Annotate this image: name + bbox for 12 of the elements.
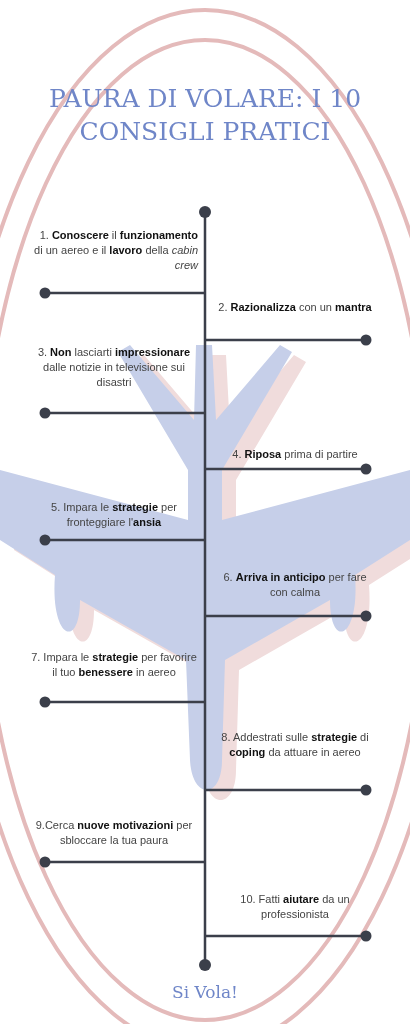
tip-text: 4. Riposa prima di partire [231, 447, 359, 462]
tip-text: 2. Razionalizza con un mantra [217, 300, 373, 315]
tip-text: 5. Impara le strategie per fronteggiare l'ansia [50, 500, 178, 530]
tip-text: 10. Fatti aiutare da un professionista [239, 892, 351, 922]
closing-caption: Si Vola! [171, 982, 239, 1002]
tip-text: 7. Impara le strategie per favorire il tuo benessere in aereo [30, 650, 198, 680]
tip-text: 3. Non lasciarti impressionare dalle notizie in televisione sui disastri [36, 345, 192, 390]
tip-text: 8. Addestrati sulle strategie di coping da attuare in aereo [220, 730, 370, 760]
tip-text: 9.Cerca nuove motivazioni per sbloccare la tua paura [34, 818, 194, 848]
title: PAURA DI VOLARE: I 10 CONSIGLI PRATICI [47, 83, 363, 148]
tip-text: 1. Conoscere il funzionamento di un aereo e il lavoro della cabin crew [33, 228, 198, 273]
tip-text: 6. Arriva in anticipo per fare con calma [222, 570, 368, 600]
